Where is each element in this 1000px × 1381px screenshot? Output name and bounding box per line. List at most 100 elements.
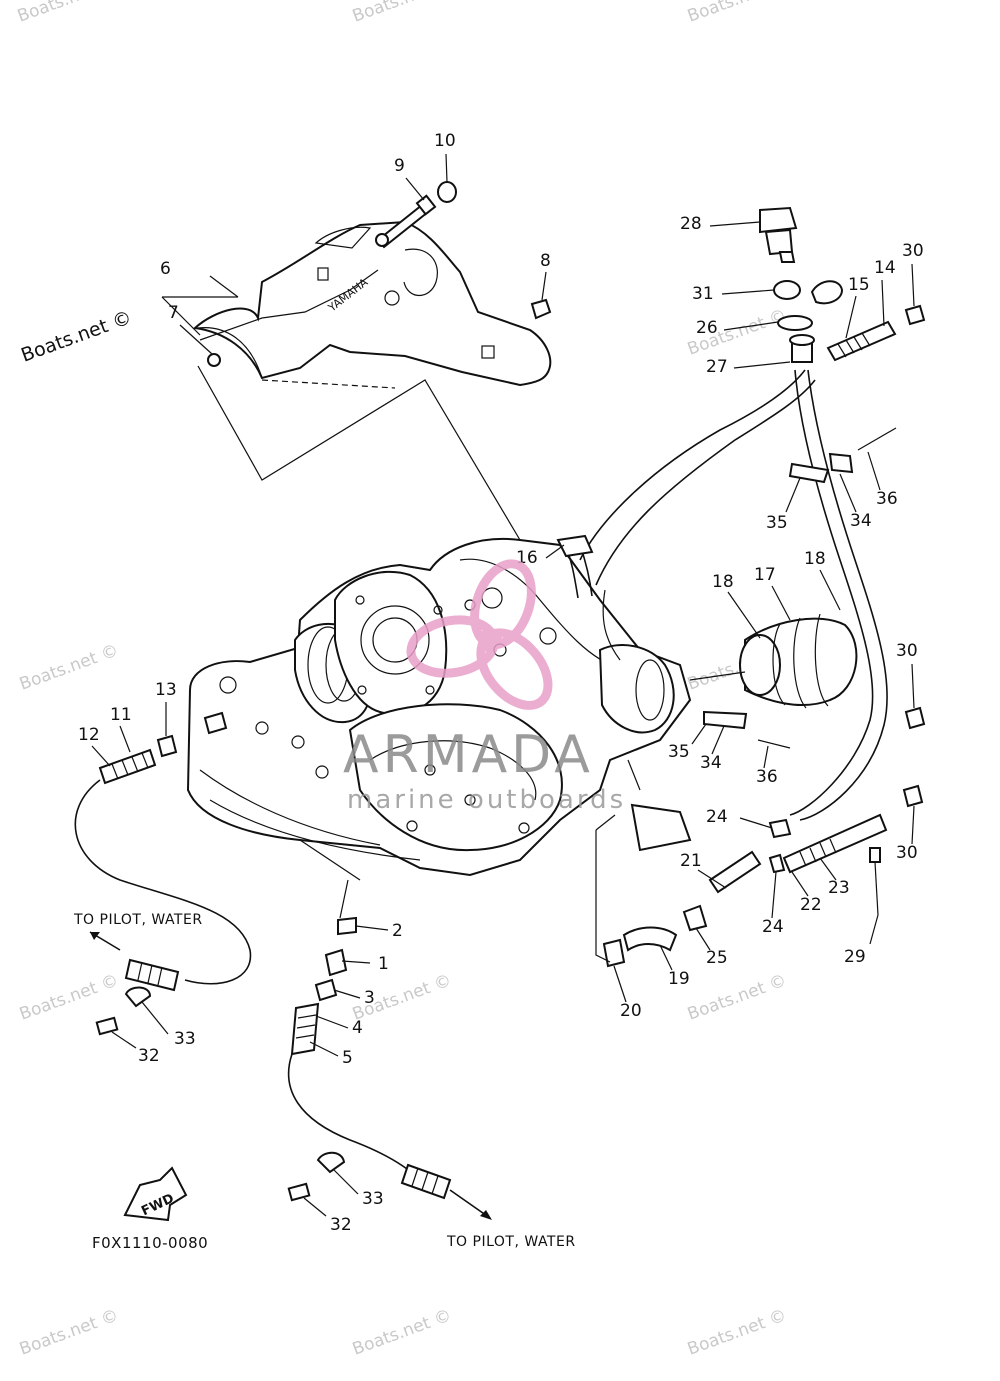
leader-line-34 xyxy=(839,473,857,513)
watermark: Boats.net © xyxy=(685,1305,789,1359)
fwd-arrow: FWD xyxy=(123,1166,188,1222)
leader-line-30 xyxy=(911,263,915,307)
leader-line-36 xyxy=(867,451,881,491)
leader-line-18 xyxy=(727,591,761,639)
part-callout-32: 32 xyxy=(138,1046,160,1066)
leader-line-7 xyxy=(179,324,213,355)
watermark: Boats.net © xyxy=(17,640,121,694)
part-callout-22: 22 xyxy=(800,895,822,915)
leader-line-9 xyxy=(405,177,425,201)
leader-line-11 xyxy=(119,725,131,753)
armada-logo: ARMADA marine outboards xyxy=(343,559,626,815)
leader-line-29 xyxy=(869,914,879,945)
leader-line-26 xyxy=(723,321,779,331)
part-callout-10: 10 xyxy=(434,131,456,151)
watermark: Boats.net © xyxy=(17,1305,121,1359)
callout-leaders xyxy=(91,153,915,1217)
small-fasteners-top xyxy=(375,181,552,320)
part-callout-35: 35 xyxy=(766,513,788,533)
leader-line-30 xyxy=(911,805,915,845)
part-callout-30: 30 xyxy=(902,241,924,261)
leader-line-28 xyxy=(709,221,761,227)
logo-subtitle: marine outboards xyxy=(347,785,626,815)
leader-line-32 xyxy=(303,1197,327,1217)
part-callout-31: 31 xyxy=(692,284,714,304)
leader-line-27 xyxy=(733,361,791,369)
part-callout-15: 15 xyxy=(848,275,870,295)
leader-line-15 xyxy=(845,295,857,339)
part-callout-13: 13 xyxy=(155,680,177,700)
part-callout-4: 4 xyxy=(352,1018,363,1038)
part-callout-25: 25 xyxy=(706,948,728,968)
part-callout-28: 28 xyxy=(680,214,702,234)
part-callout-24: 24 xyxy=(706,807,728,827)
part-callout-5: 5 xyxy=(342,1048,353,1068)
part-callout-33: 33 xyxy=(362,1189,384,1209)
watermark: Boats.net © xyxy=(685,0,789,27)
leader-line-21 xyxy=(697,869,727,889)
logo-brand: ARMADA xyxy=(343,725,594,785)
part-callout-11: 11 xyxy=(110,705,132,725)
leader-line-5 xyxy=(309,1041,339,1057)
leader-line-20 xyxy=(613,965,627,1003)
leader-line-8 xyxy=(541,271,547,301)
part-callout-12: 12 xyxy=(78,725,100,745)
part-callout-17: 17 xyxy=(754,565,776,585)
leader-line-22 xyxy=(791,871,809,897)
part-callout-18: 18 xyxy=(804,549,826,569)
part-callout-34: 34 xyxy=(700,753,722,773)
assembly-lines xyxy=(161,275,816,586)
water-hoses-and-filler xyxy=(556,206,926,968)
leader-line-1 xyxy=(341,960,371,964)
part-callout-21: 21 xyxy=(680,851,702,871)
leader-line-33 xyxy=(141,1001,169,1035)
part-callout-27: 27 xyxy=(706,357,728,377)
part-callout-20: 20 xyxy=(620,1001,642,1021)
part-callout-23: 23 xyxy=(828,878,850,898)
leader-line-35 xyxy=(691,723,707,745)
watermark-primary: Boats.net © xyxy=(18,306,134,366)
leader-line-35 xyxy=(785,477,801,513)
part-callout-14: 14 xyxy=(874,258,896,278)
leader-line-30 xyxy=(911,663,915,709)
part-callout-36: 36 xyxy=(756,767,778,787)
o-ring-7 xyxy=(207,353,221,367)
center-pilot-hose xyxy=(287,839,492,1220)
propeller-logo-mark xyxy=(406,559,553,710)
watermark: Boats.net © xyxy=(350,1305,454,1359)
part-callout-1: 1 xyxy=(378,954,389,974)
part-callout-29: 29 xyxy=(844,947,866,967)
part-callout-30: 30 xyxy=(896,641,918,661)
part-callout-35: 35 xyxy=(668,742,690,762)
exhaust-cover: YAMAHA xyxy=(192,220,552,387)
left-pilot-hose xyxy=(74,711,252,1036)
leader-line-18 xyxy=(819,569,841,611)
leader-line-24 xyxy=(739,817,773,829)
watermark: Boats.net © xyxy=(685,970,789,1024)
propeller-hub xyxy=(478,628,502,652)
leader-line-19 xyxy=(659,944,673,971)
part-callout-2: 2 xyxy=(392,921,403,941)
part-callout-6: 6 xyxy=(160,259,171,279)
leader-line-25 xyxy=(695,927,711,951)
leader-line-36 xyxy=(763,745,769,769)
part-callout-33: 33 xyxy=(174,1029,196,1049)
leader-line-31 xyxy=(721,289,775,295)
engine-exhaust-assembly xyxy=(186,538,692,877)
part-callout-8: 8 xyxy=(540,251,551,271)
leader-line-16 xyxy=(545,544,565,559)
part-callout-7: 7 xyxy=(168,303,179,323)
watermark: Boats.net © xyxy=(350,0,454,27)
part-callout-34: 34 xyxy=(850,511,872,531)
part-callout-32: 32 xyxy=(330,1215,352,1235)
part-callout-36: 36 xyxy=(876,489,898,509)
part-callout-9: 9 xyxy=(394,156,405,176)
part-callout-18: 18 xyxy=(712,572,734,592)
leader-line-4 xyxy=(315,1015,349,1029)
leader-line-17 xyxy=(771,585,791,621)
leader-line-3 xyxy=(333,989,361,999)
leader-line-33 xyxy=(333,1169,359,1195)
leader-line-2 xyxy=(355,925,389,931)
